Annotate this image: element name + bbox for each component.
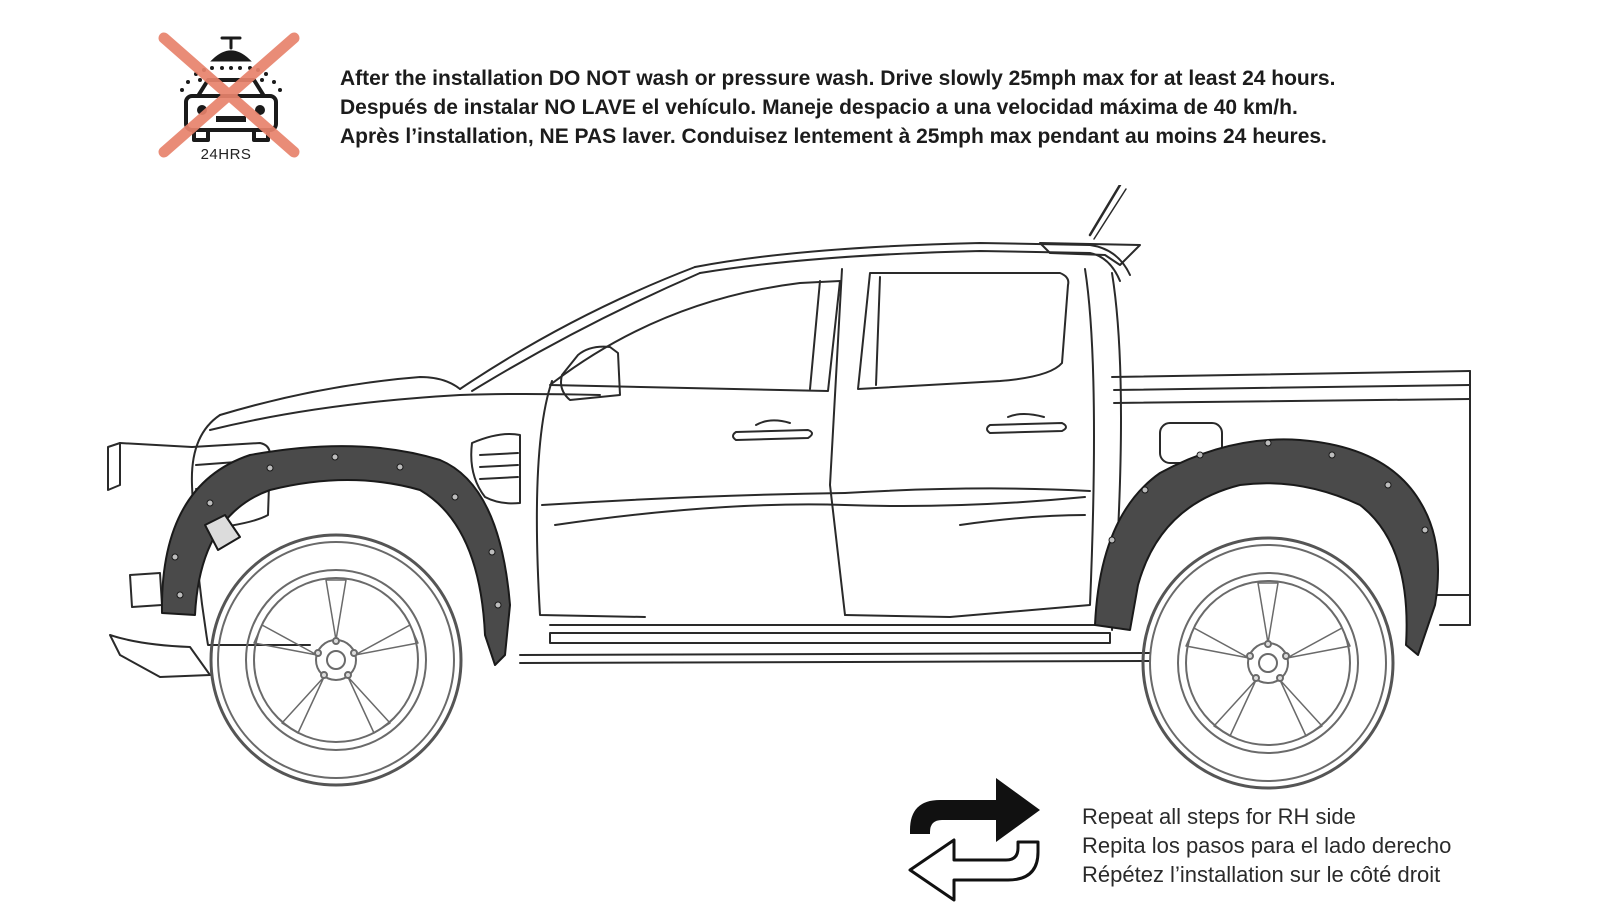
repeat-line-french: Répétez l’installation sur le côté droit — [1082, 862, 1441, 887]
icon-caption: 24HRS — [200, 146, 252, 163]
repeat-line-spanish: Repita los pasos para el lado derecho — [1082, 833, 1452, 858]
truck-illustration — [100, 185, 1520, 825]
warning-line-french: Après l’installation, NE PAS laver. Cond… — [340, 125, 1327, 148]
warning-line-english: After the installation DO NOT wash or pr… — [340, 67, 1336, 90]
no-wash-icon — [156, 30, 306, 165]
warning-line-spanish: Después de instalar NO LAVE el vehículo.… — [340, 96, 1298, 119]
repeat-line-english: Repeat all steps for RH side — [1082, 804, 1356, 829]
repeat-arrows-icon — [906, 770, 1042, 904]
warning-text: After the installation DO NOT wash or pr… — [340, 64, 1580, 151]
repeat-instructions: Repeat all steps for RH side Repita los … — [1082, 802, 1451, 889]
